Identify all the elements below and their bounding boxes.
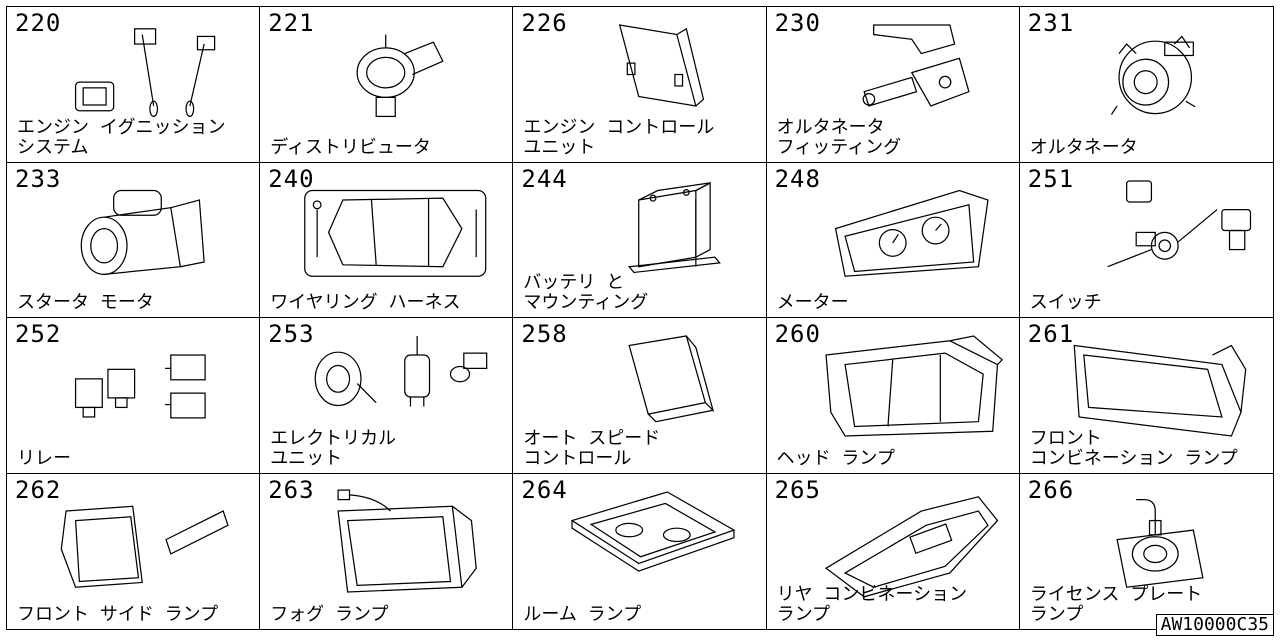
part-code: 248 [774,164,821,193]
catalog-item-221[interactable]: 221 ディストリビュータ [260,7,514,163]
catalog-item-251[interactable]: 251 スイッチ [1019,163,1273,318]
license-plate-lamp-icon [1060,482,1260,602]
distributor-icon [300,15,500,135]
part-label: リレー [17,447,71,469]
part-code: 252 [15,320,62,348]
catalog-item-262[interactable]: 262 フロント サイド ランプ [7,473,261,629]
catalog-item-258[interactable]: 258 オート スピード コントロール [513,318,767,474]
part-code: 251 [1027,164,1075,193]
catalog-item-248[interactable]: 248 メーター [766,162,1020,318]
part-label: リヤ コンビネーション ランプ [776,584,968,625]
alternator-fitting-icon [807,15,1007,135]
part-code: 220 [15,9,62,37]
part-code: 240 [268,164,315,193]
catalog-item-260[interactable]: 260 ヘッド ランプ [766,318,1020,474]
catalog-item-220[interactable]: 220 エンジン イグニッション システム [7,7,261,163]
part-label: スイッチ [1029,292,1102,313]
part-label: ディストリビュータ [270,136,431,158]
front-combination-lamp-icon [1060,326,1260,446]
part-code: 264 [521,475,568,504]
alternator-icon [1060,15,1260,135]
fog-lamp-icon [300,482,500,602]
diagram-code: AW10000C35 [1155,614,1274,636]
engine-control-unit-icon [553,15,753,135]
part-label: ワイヤリング ハーネス [270,292,461,313]
electrical-unit-icon [300,326,500,446]
catalog-item-253[interactable]: 253 エレクトリカル ユニット [260,318,514,474]
head-lamp-icon [807,326,1007,446]
starter-motor-icon [47,171,247,291]
ignition-system-icon [47,15,247,135]
catalog-item-264[interactable]: 264 ルーム ランプ [513,473,767,629]
catalog-item-263[interactable]: 263 フォグ ランプ [260,473,514,629]
wiring-harness-icon [300,171,500,291]
part-code: 231 [1027,9,1075,37]
catalog-item-265[interactable]: 265 リヤ コンビネーション ランプ [767,473,1020,629]
part-code: 261 [1027,320,1075,348]
switch-icon [1060,171,1260,291]
auto-speed-control-icon [553,326,753,446]
part-code: 263 [268,475,315,504]
room-lamp-icon [553,482,753,602]
part-label: フロント コンビネーション ランプ [1029,427,1238,469]
parts-catalog-grid: 220 エンジン イグニッション システム 221 ディストリビュータ 226 エンジン … [6,6,1274,630]
rear-combination-lamp-icon [807,482,1007,602]
part-label: オート スピード コントロール [523,427,661,469]
part-code: 260 [774,320,821,348]
catalog-item-252[interactable]: 252 リレー [7,318,261,474]
catalog-item-261[interactable]: 261 フロント コンビネーション ランプ [1019,318,1273,474]
catalog-item-231[interactable]: 231 オルタネータ [1019,7,1273,163]
catalog-item-244[interactable]: 244 バッテリ と マウンティング [513,162,767,318]
part-code: 253 [268,320,315,348]
part-code: 265 [774,475,821,504]
part-label: メーター [776,292,849,313]
catalog-item-226[interactable]: 226 エンジン コントロール ユニット [513,7,767,163]
part-code: 230 [774,9,821,37]
catalog-item-230[interactable]: 230 オルタネータ フィッティング [766,7,1020,163]
part-label: エンジン イグニッション システム [17,116,226,158]
part-code: 226 [521,9,568,37]
part-code: 244 [521,164,568,193]
meter-icon [807,171,1007,291]
catalog-item-233[interactable]: 233 スタータ モータ [7,162,261,318]
part-label: ルーム ランプ [523,604,642,625]
catalog-item-240[interactable]: 240 ワイヤリング ハーネス [260,162,514,318]
part-code: 262 [15,475,62,504]
part-code: 258 [521,320,568,348]
part-code: 233 [15,164,62,193]
part-code: 266 [1027,475,1075,504]
part-label: オルタネータ [1029,136,1138,158]
part-label: エンジン コントロール ユニット [523,116,715,158]
part-code: 221 [268,9,315,37]
part-label: オルタネータ フィッティング [776,116,902,158]
part-label: ライセンス プレート ランプ [1029,584,1203,625]
front-side-lamp-icon [47,482,247,602]
part-label: ヘッド ランプ [776,447,895,469]
part-label: フロント サイド ランプ [17,604,219,625]
battery-icon [553,171,753,291]
part-label: スタータ モータ [17,292,154,313]
relay-icon [47,326,247,446]
part-label: エレクトリカル ユニット [270,427,397,469]
part-label: フォグ ランプ [270,604,389,625]
part-label: バッテリ と マウンティング [523,272,649,313]
catalog-item-266[interactable]: 266 ライセンス プレート ランプ [1020,474,1273,630]
